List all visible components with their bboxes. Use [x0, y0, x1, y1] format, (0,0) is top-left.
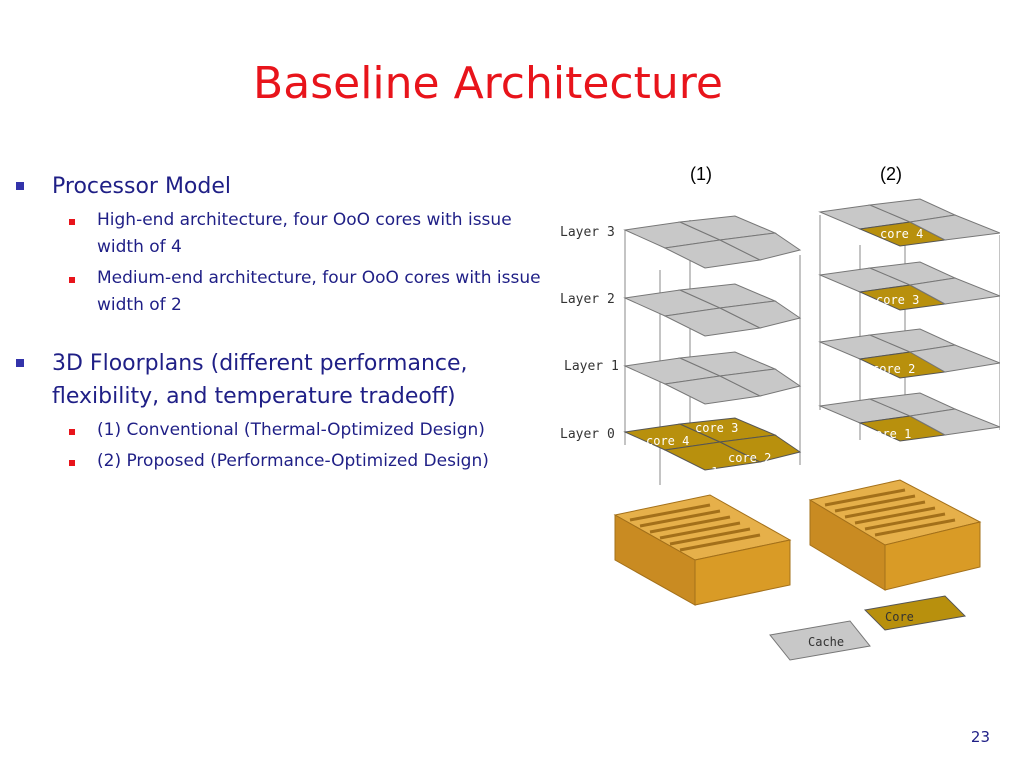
bullet-list: Processor Model High-end architecture, f… [14, 170, 554, 479]
sub-bullet-text: (2) Proposed (Performance-Optimized Desi… [97, 451, 489, 471]
legend-core-label: Core [885, 610, 914, 624]
stack-1-core-label: core 3 [695, 421, 738, 435]
stack-1-core-label: core 4 [646, 434, 689, 448]
sub-bullet-marker [69, 429, 75, 435]
slide-title: Baseline Architecture [253, 58, 723, 109]
figure-label-1: (1) [690, 164, 712, 184]
sub-bullet-proposed: (2) Proposed (Performance-Optimized Desi… [14, 448, 554, 475]
stack-2-core-label: core 4 [880, 227, 923, 241]
layer-label: Layer 2 [560, 292, 615, 307]
stack-2-core-label: core 3 [876, 293, 919, 307]
sub-bullet-text: (1) Conventional (Thermal-Optimized Desi… [97, 420, 485, 440]
floorplan-figure: (1) (2) Layer 3 Layer 2 Layer 1 Layer 0 … [560, 164, 1000, 661]
figure-label-2: (2) [880, 164, 902, 184]
stack-1-layers [623, 215, 802, 471]
layer-label: Layer 0 [560, 427, 615, 442]
stack-2-layers [818, 198, 1000, 442]
stack-1-core-label: core 1 [675, 465, 718, 479]
bullet-marker [16, 182, 24, 190]
stack-2-core-label: core 1 [868, 427, 911, 441]
layer-label: Layer 1 [564, 359, 619, 374]
bullet-marker [16, 359, 24, 367]
sub-bullet-marker [69, 219, 75, 225]
legend-core-swatch [863, 595, 967, 631]
layer-label: Layer 3 [560, 225, 615, 240]
heatsink-1 [613, 494, 792, 606]
legend-cache-swatch [769, 620, 871, 661]
legend-cache-label: Cache [808, 635, 844, 649]
sub-bullet-marker [69, 277, 75, 283]
page-number: 23 [970, 728, 990, 746]
heatsink-2 [808, 479, 982, 591]
sub-bullet-high-end: High-end architecture, four OoO cores wi… [14, 207, 554, 261]
stack-1-core-label: core 2 [728, 451, 771, 465]
bullet-text: Processor Model [52, 174, 232, 199]
sub-bullet-text: High-end architecture, four OoO cores wi… [97, 210, 512, 257]
stack-2-core-label: core 2 [872, 362, 915, 376]
sub-bullet-marker [69, 460, 75, 466]
bullet-3d-floorplans: 3D Floorplans (different performance, fl… [14, 347, 554, 413]
sub-bullet-medium-end: Medium-end architecture, four OoO cores … [14, 265, 554, 319]
bullet-text: 3D Floorplans (different performance, fl… [52, 351, 468, 409]
sub-bullet-conventional: (1) Conventional (Thermal-Optimized Desi… [14, 417, 554, 444]
bullet-processor-model: Processor Model [14, 170, 554, 203]
sub-bullet-text: Medium-end architecture, four OoO cores … [97, 268, 541, 315]
